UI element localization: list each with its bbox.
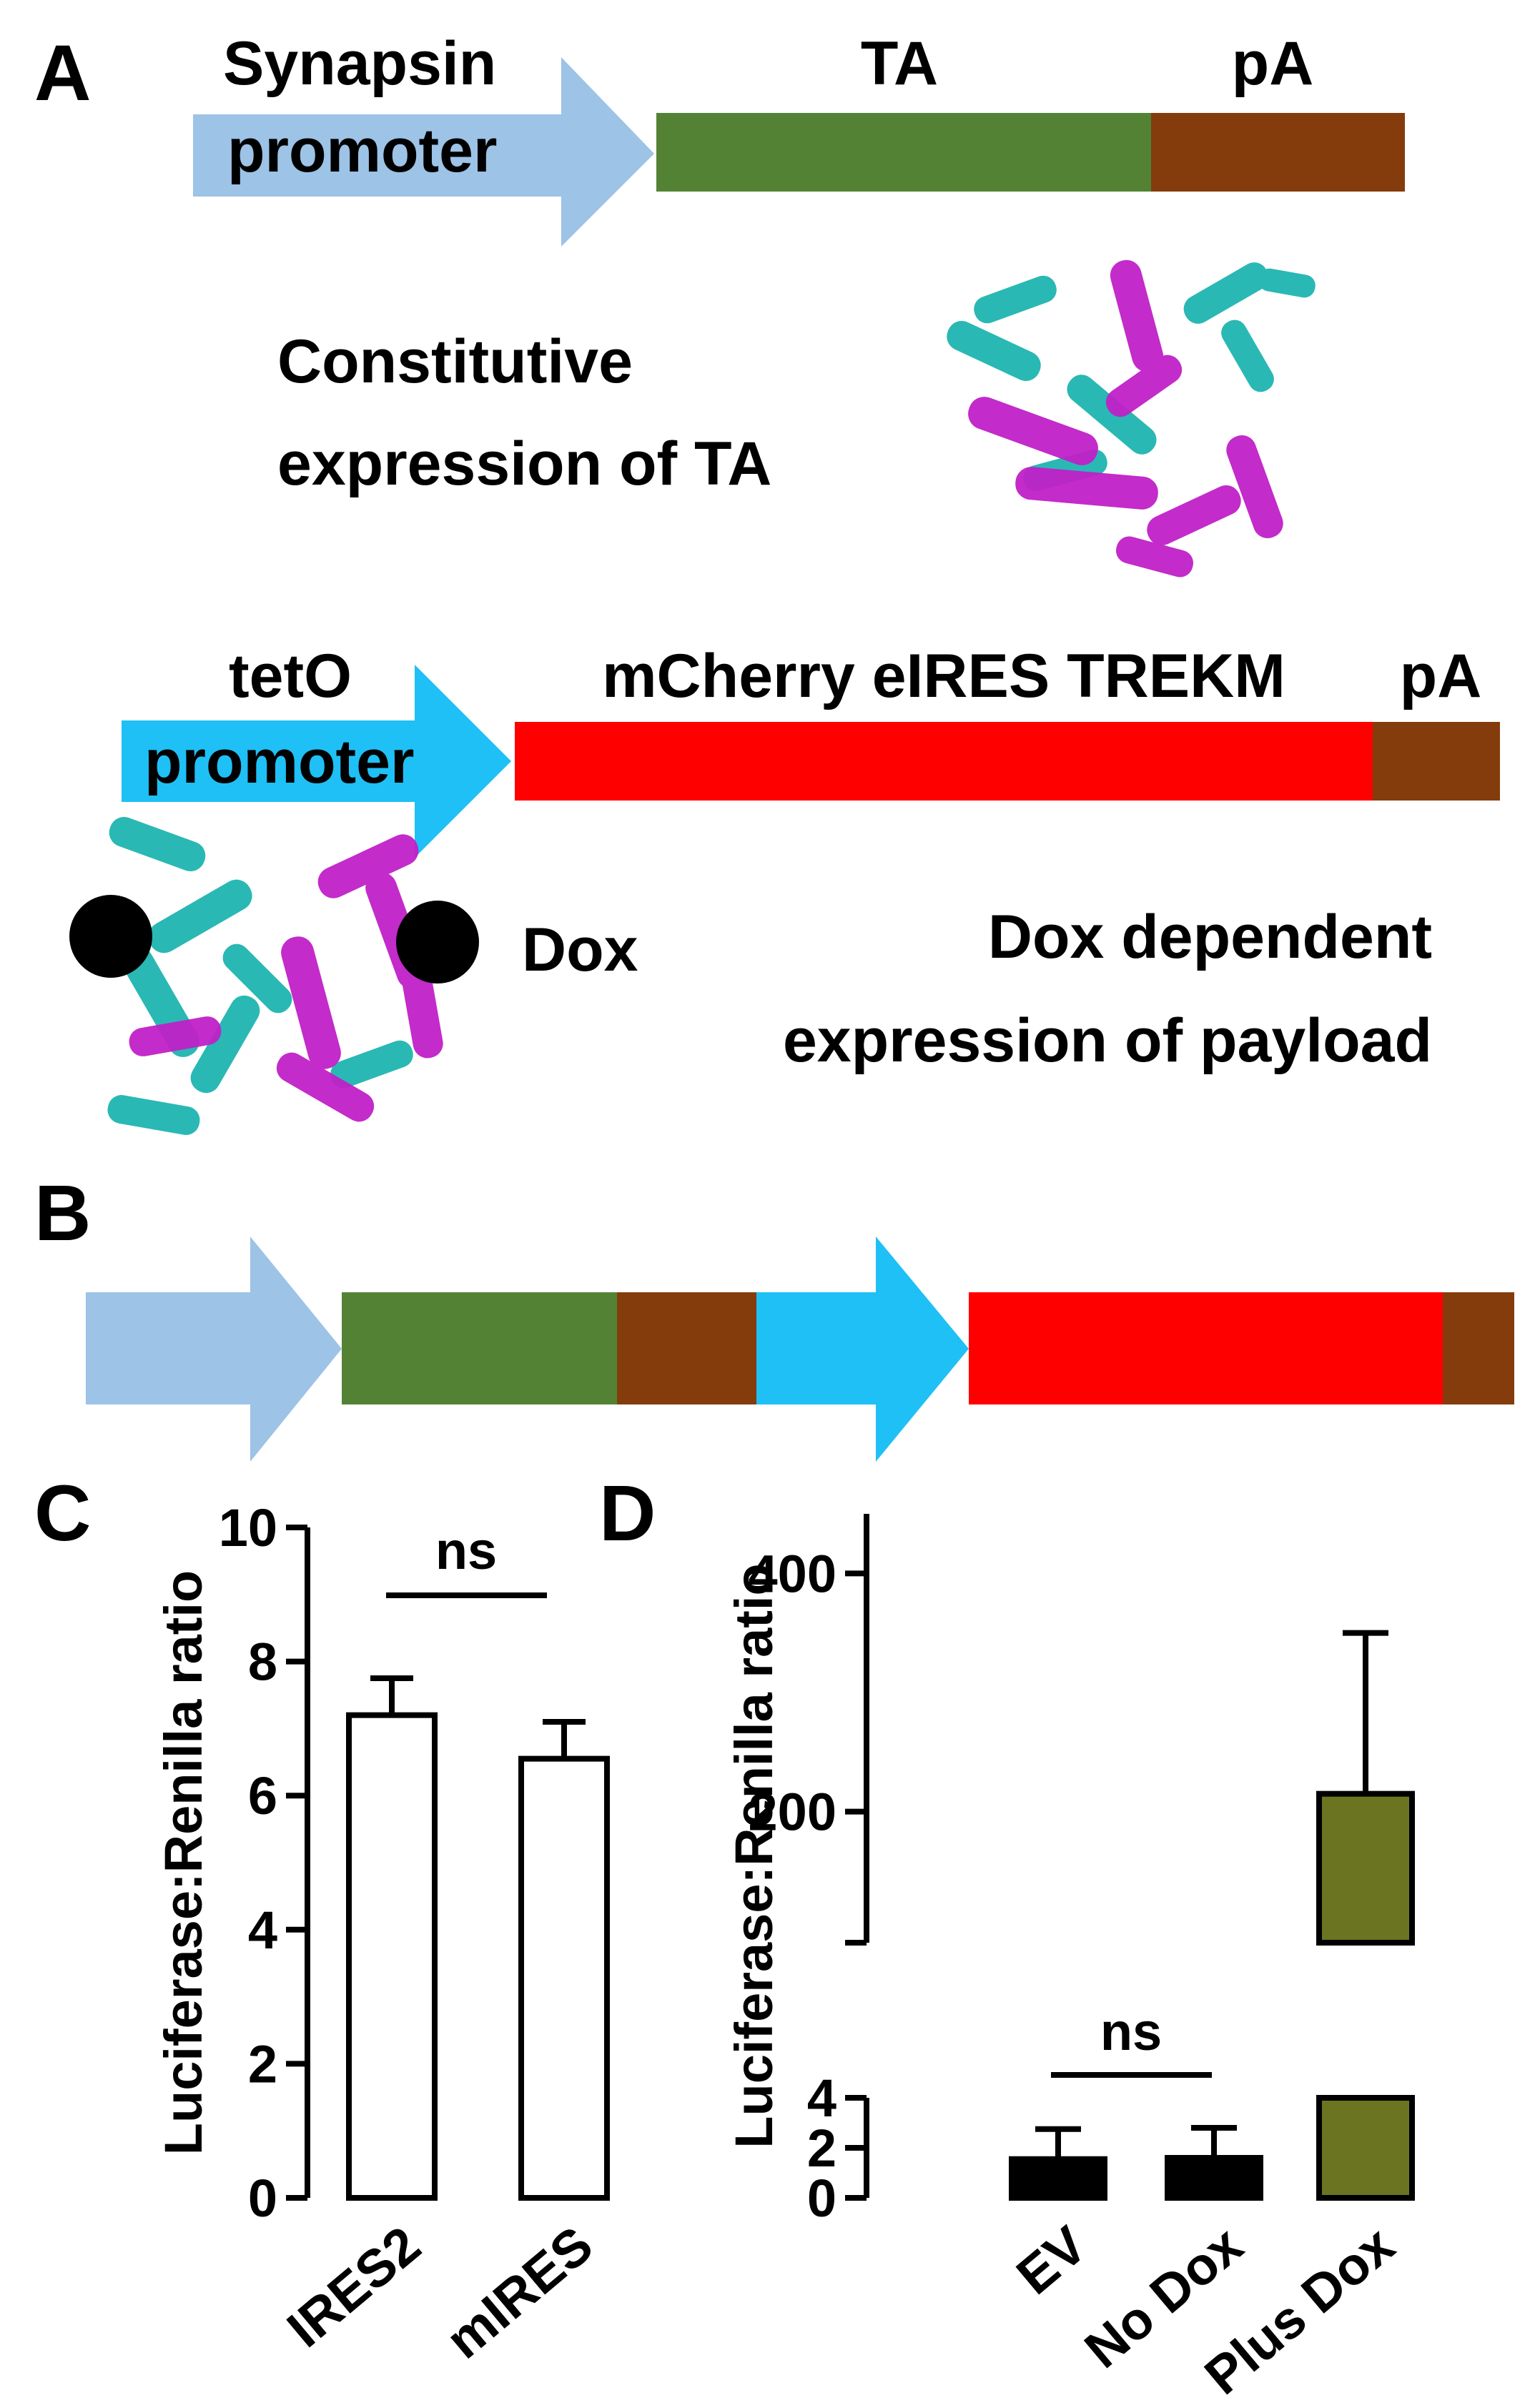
ta-gene-label: TA [861,29,938,98]
caption1-line2: expression of TA [277,430,771,498]
ta-gene-block [656,113,1151,192]
d-upper-ytick-label-1: 400 [749,1544,836,1603]
payload-gene-label: mCherry eIRES TREKM [602,642,1285,710]
c-ytick-label-5: 10 [219,1498,277,1557]
caption1-line1: Constitutive [277,327,633,396]
c-ytick-label-3: 6 [248,1766,277,1825]
combined-teto-arrow [756,1237,969,1462]
panel-d-letter: D [599,1470,656,1557]
c-ytick-label-4: 8 [248,1632,277,1692]
payload-gene-block [515,722,1373,801]
dox-molecule-left [69,895,152,978]
combined-synapsin-arrow [86,1237,342,1462]
ta-dox-protein-illustration [69,816,479,1135]
combined-pa-block-2 [1443,1292,1514,1404]
c-y-axis-label: Luciferase:Renilla ratio [154,1570,213,2155]
d-bar-1 [1165,2155,1263,2201]
d-lower-ytick-label-0: 0 [807,2169,836,2228]
d-bar-2-upper [1316,1790,1415,1946]
caption2-line1: Dox dependent [988,903,1432,971]
combined-ta-block [342,1292,617,1404]
pa-block-2 [1373,722,1500,801]
c-ytick-label-2: 4 [248,1901,277,1960]
synapsin-promoter-arrow [193,57,654,247]
synapsin-promoter-label-2: promoter [227,117,497,185]
d-y-axis-label: Luciferase:Renilla ratio [724,1563,784,2148]
d-lower-ytick-label-2: 4 [807,2068,836,2128]
pa-label-1: pA [1232,29,1314,98]
c-bar-0 [346,1712,438,2201]
panel-a-letter: A [34,29,91,117]
c-category-label-0: IRES2 [276,2215,431,2359]
d-bar-2-lower [1316,2095,1415,2201]
d-upper-ytick-label-0: 200 [749,1783,836,1842]
c-significance-label: ns [435,1521,497,1580]
d-lower-ytick-label-1: 2 [807,2119,836,2178]
caption2-line2: expression of payload [783,1006,1432,1075]
teto-promoter-arrow [122,665,511,858]
panel-c-letter: C [34,1470,91,1557]
panel-b-letter: B [34,1169,91,1257]
combined-pa-block-1 [617,1292,756,1404]
combined-payload-block [969,1292,1443,1404]
c-category-label-1: mIRES [435,2215,603,2370]
teto-promoter-label-1: tetO [229,642,352,710]
d-category-label-0: EV [1005,2215,1097,2306]
d-significance-label: ns [1100,2002,1162,2061]
c-ytick-label-0: 0 [248,2169,277,2228]
dox-molecule-right [396,901,479,983]
pa-block-1 [1151,113,1405,192]
c-ytick-label-1: 2 [248,2034,277,2094]
pa-label-2: pA [1400,642,1482,710]
synapsin-promoter-label-1: Synapsin [223,29,496,98]
c-bar-1 [518,1755,610,2201]
teto-promoter-label-2: promoter [144,728,414,796]
dox-label: Dox [522,916,638,984]
d-bar-0 [1009,2156,1107,2201]
ta-protein-illustration [947,259,1316,578]
